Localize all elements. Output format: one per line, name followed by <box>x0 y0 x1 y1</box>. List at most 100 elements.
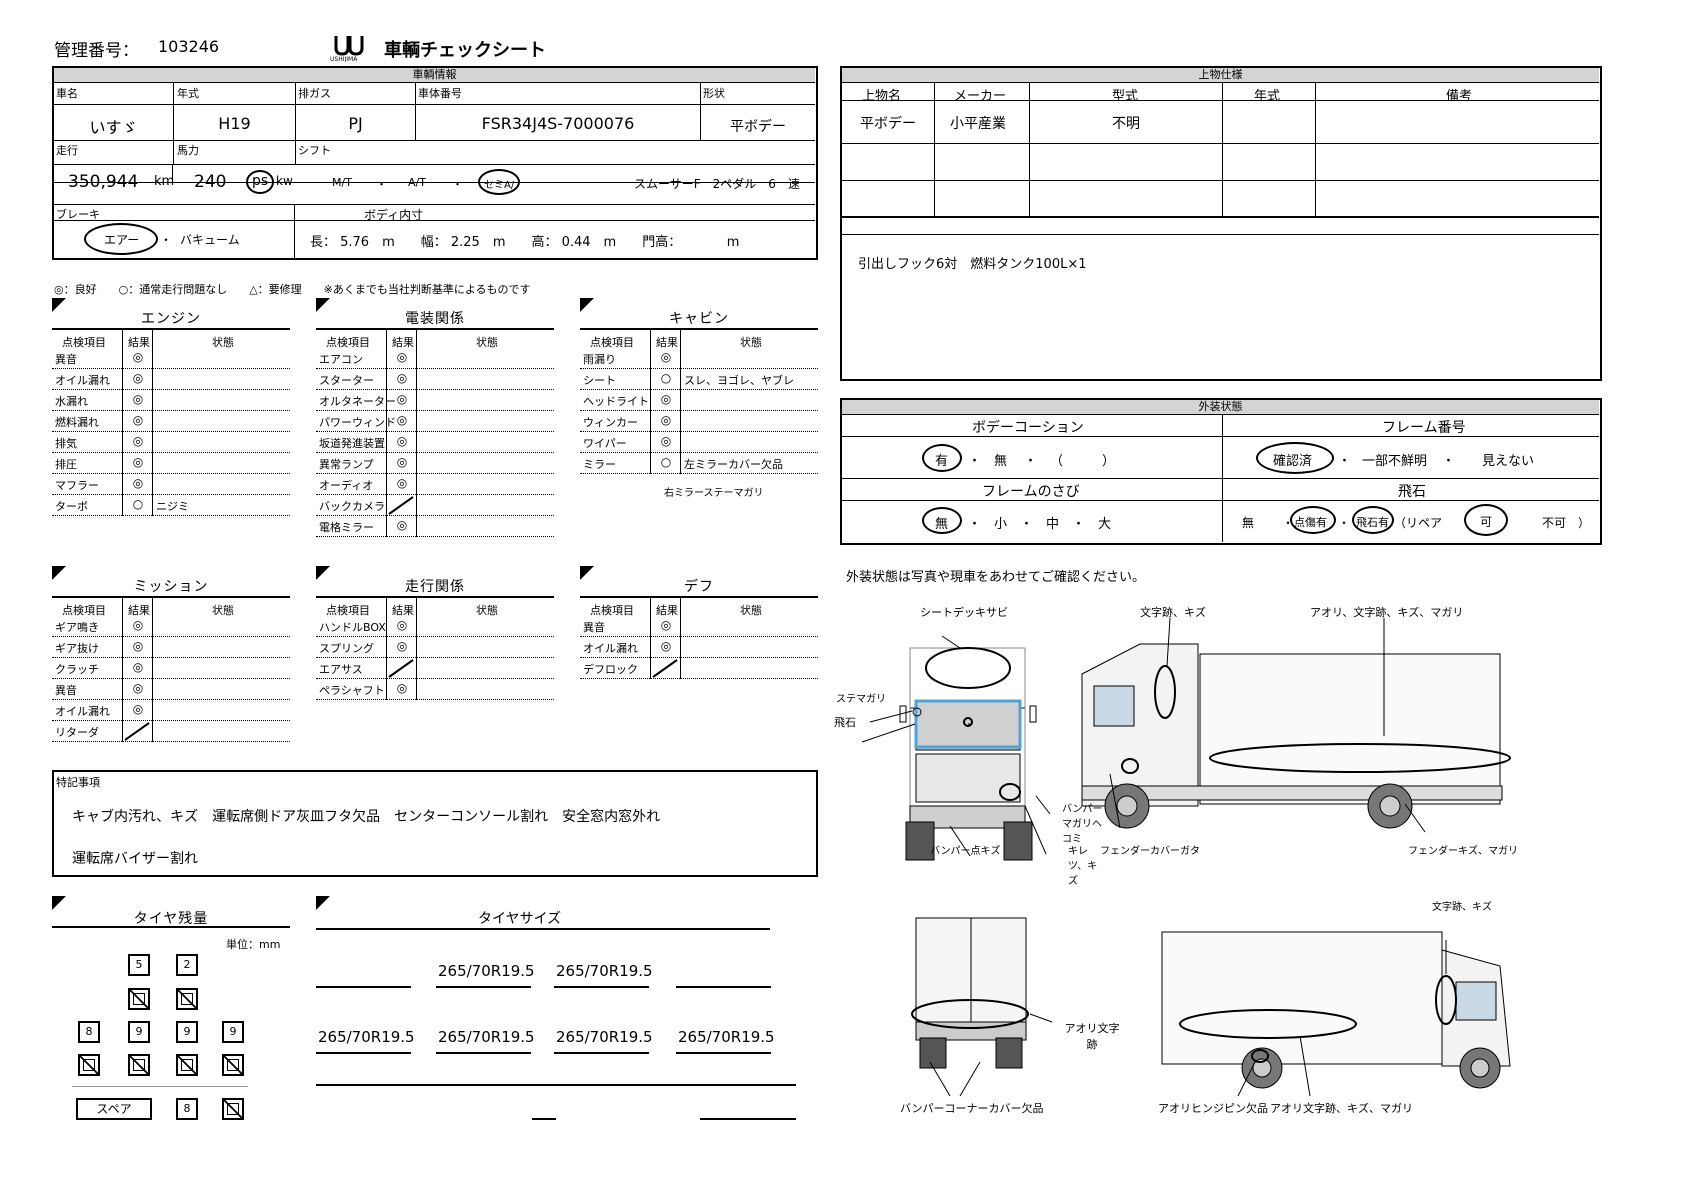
check-item-name: ワイパー <box>583 437 627 450</box>
cabin-col-state: 状態 <box>740 336 762 349</box>
cabin-extra-note: 右ミラーステーマガリ <box>664 488 764 499</box>
stone-point-circle <box>1290 506 1336 534</box>
check-result: ◎ <box>396 455 408 469</box>
repair-ok: 可 <box>1480 515 1493 529</box>
coating-none: 無 <box>994 454 1008 469</box>
tire-front-right: 2 <box>176 954 198 976</box>
result-legend: ◎：良好 ○：通常走行問題なし △：要修理 ※あくまでも当社判断基準によるもので… <box>54 283 531 296</box>
coating-other: （ ） <box>1050 454 1116 469</box>
tire-spare: 8 <box>176 1098 198 1120</box>
check-row: ミラー○左ミラーカバー欠品 <box>580 453 818 474</box>
air-brake-circle <box>84 223 158 255</box>
check-row: クラッチ◎ <box>52 658 290 679</box>
check-row: 燃料漏れ◎ <box>52 411 290 432</box>
check-item-name: 水漏れ <box>55 395 88 408</box>
check-item-name: マフラー <box>55 479 99 492</box>
diagram-front-bottom-2: キレツ、キズ <box>1068 846 1098 887</box>
check-row: ハンドルBOX◎ <box>316 616 554 637</box>
frame-checked: 確認済 <box>1273 454 1313 469</box>
check-result: ◎ <box>396 434 408 448</box>
sheet-title: 車輌チェックシート <box>384 40 546 61</box>
check-item-name: ハンドルBOX <box>319 621 386 634</box>
check-row: オーディオ◎ <box>316 474 554 495</box>
check-result: ◎ <box>132 618 144 632</box>
tire-unused <box>176 988 198 1010</box>
stone-repair: （リペア <box>1394 516 1443 530</box>
check-row: シート○スレ、ヨゴレ、ヤブレ <box>580 369 818 390</box>
electric-col-state: 状態 <box>476 336 498 349</box>
tire-unused <box>128 1054 150 1076</box>
maker-value: いすゞ <box>89 118 138 137</box>
check-item-name: スターター <box>319 374 374 387</box>
diagram-front-bottom-1: バンパー点キズ <box>930 846 1001 857</box>
engine-title: エンジン <box>141 311 201 327</box>
tire-size-title: タイヤサイズ <box>478 911 562 927</box>
tire-size-rear-4: 265/70R19.5 <box>678 1028 775 1046</box>
check-item-name: エアサス <box>319 663 363 676</box>
coating-sep-2: ・ <box>1024 454 1038 469</box>
engine-col-result: 結果 <box>128 336 150 349</box>
brake-sep: ・ <box>160 233 173 247</box>
cabin-col-result: 結果 <box>656 336 678 349</box>
hp-label: 馬力 <box>177 144 199 157</box>
check-row: 雨漏り◎ <box>580 348 818 369</box>
check-row: 排圧◎ <box>52 453 290 474</box>
check-result: ◎ <box>132 350 144 364</box>
diff-col-state: 状態 <box>740 604 762 617</box>
upper-spec-title: 上物仕様 <box>842 68 1599 83</box>
check-state: ニジミ <box>156 500 189 513</box>
diagram-side1-bottom-2: フェンダーキズ、マガリ <box>1408 846 1518 857</box>
check-item-name: 雨漏り <box>583 353 616 366</box>
check-result: ◎ <box>132 681 144 695</box>
check-item-name: 異音 <box>55 353 77 366</box>
chassis-value: FSR34J4S-7000076 <box>481 114 635 133</box>
ps-circle <box>246 170 274 194</box>
upper-col-year: 年式 <box>1254 89 1281 104</box>
frame-checked-circle <box>1256 442 1334 474</box>
diagram-front-left-1: ステマガリ <box>836 694 886 705</box>
hp-ps: ps <box>252 173 269 189</box>
mileage-value: 350,944 <box>68 172 139 192</box>
chassis-label: 車体番号 <box>418 87 462 100</box>
check-result: ◎ <box>396 371 408 385</box>
tire-size-rear-3: 265/70R19.5 <box>556 1028 653 1046</box>
diagram-front-top: シートデッキサビ <box>920 606 1008 619</box>
check-row: ワイパー◎ <box>580 432 818 453</box>
check-item-name: オイル漏れ <box>55 705 110 718</box>
tire-front-left: 5 <box>128 954 150 976</box>
check-result: ◎ <box>396 518 408 532</box>
upper-model-value: 不明 <box>1112 116 1140 132</box>
check-result: ◎ <box>660 618 672 632</box>
diagram-side1-top-1: 文字跡、キズ <box>1140 606 1206 619</box>
check-row: スプリング◎ <box>316 637 554 658</box>
year-label: 年式 <box>177 87 199 100</box>
shift-detail: スムーサーF 2ペダル 6 速 <box>634 177 800 191</box>
check-result: ◎ <box>132 434 144 448</box>
check-item-name: 燃料漏れ <box>55 416 99 429</box>
coating-sep-1: ・ <box>968 454 982 469</box>
mgmt-label: 管理番号： <box>54 41 139 61</box>
check-row: 異音 ◎ <box>52 348 290 369</box>
semi-at-circle <box>478 169 520 195</box>
brake-vacuum: バキューム <box>180 233 240 247</box>
check-row: 異音◎ <box>580 616 818 637</box>
tire-rear-4: 9 <box>222 1021 244 1043</box>
stone-label: 飛石 <box>1398 484 1426 500</box>
tire-rear-3: 9 <box>176 1021 198 1043</box>
drive-title: 走行関係 <box>405 579 465 595</box>
check-item-name: リターダ <box>55 726 99 739</box>
check-row: 水漏れ◎ <box>52 390 290 411</box>
cabin-col-item: 点検項目 <box>590 336 634 349</box>
coating-yes: 有 <box>935 454 949 469</box>
stone-sep-2: ・ <box>1338 516 1351 530</box>
truck-diagram-top <box>861 617 1511 861</box>
check-result: ◎ <box>396 392 408 406</box>
check-result: ◎ <box>660 639 672 653</box>
hp-value: 240 <box>194 172 227 192</box>
rust-label: フレームのさび <box>982 484 1080 500</box>
check-result: ◎ <box>660 413 672 427</box>
brake-air: エアー <box>104 233 140 247</box>
mission-col-item: 点検項目 <box>62 604 106 617</box>
shift-semi: セミA/ <box>484 180 515 191</box>
body-dimensions: 長： 5.76 m 幅： 2.25 m 高： 0.44 m 門高： m <box>310 235 740 250</box>
